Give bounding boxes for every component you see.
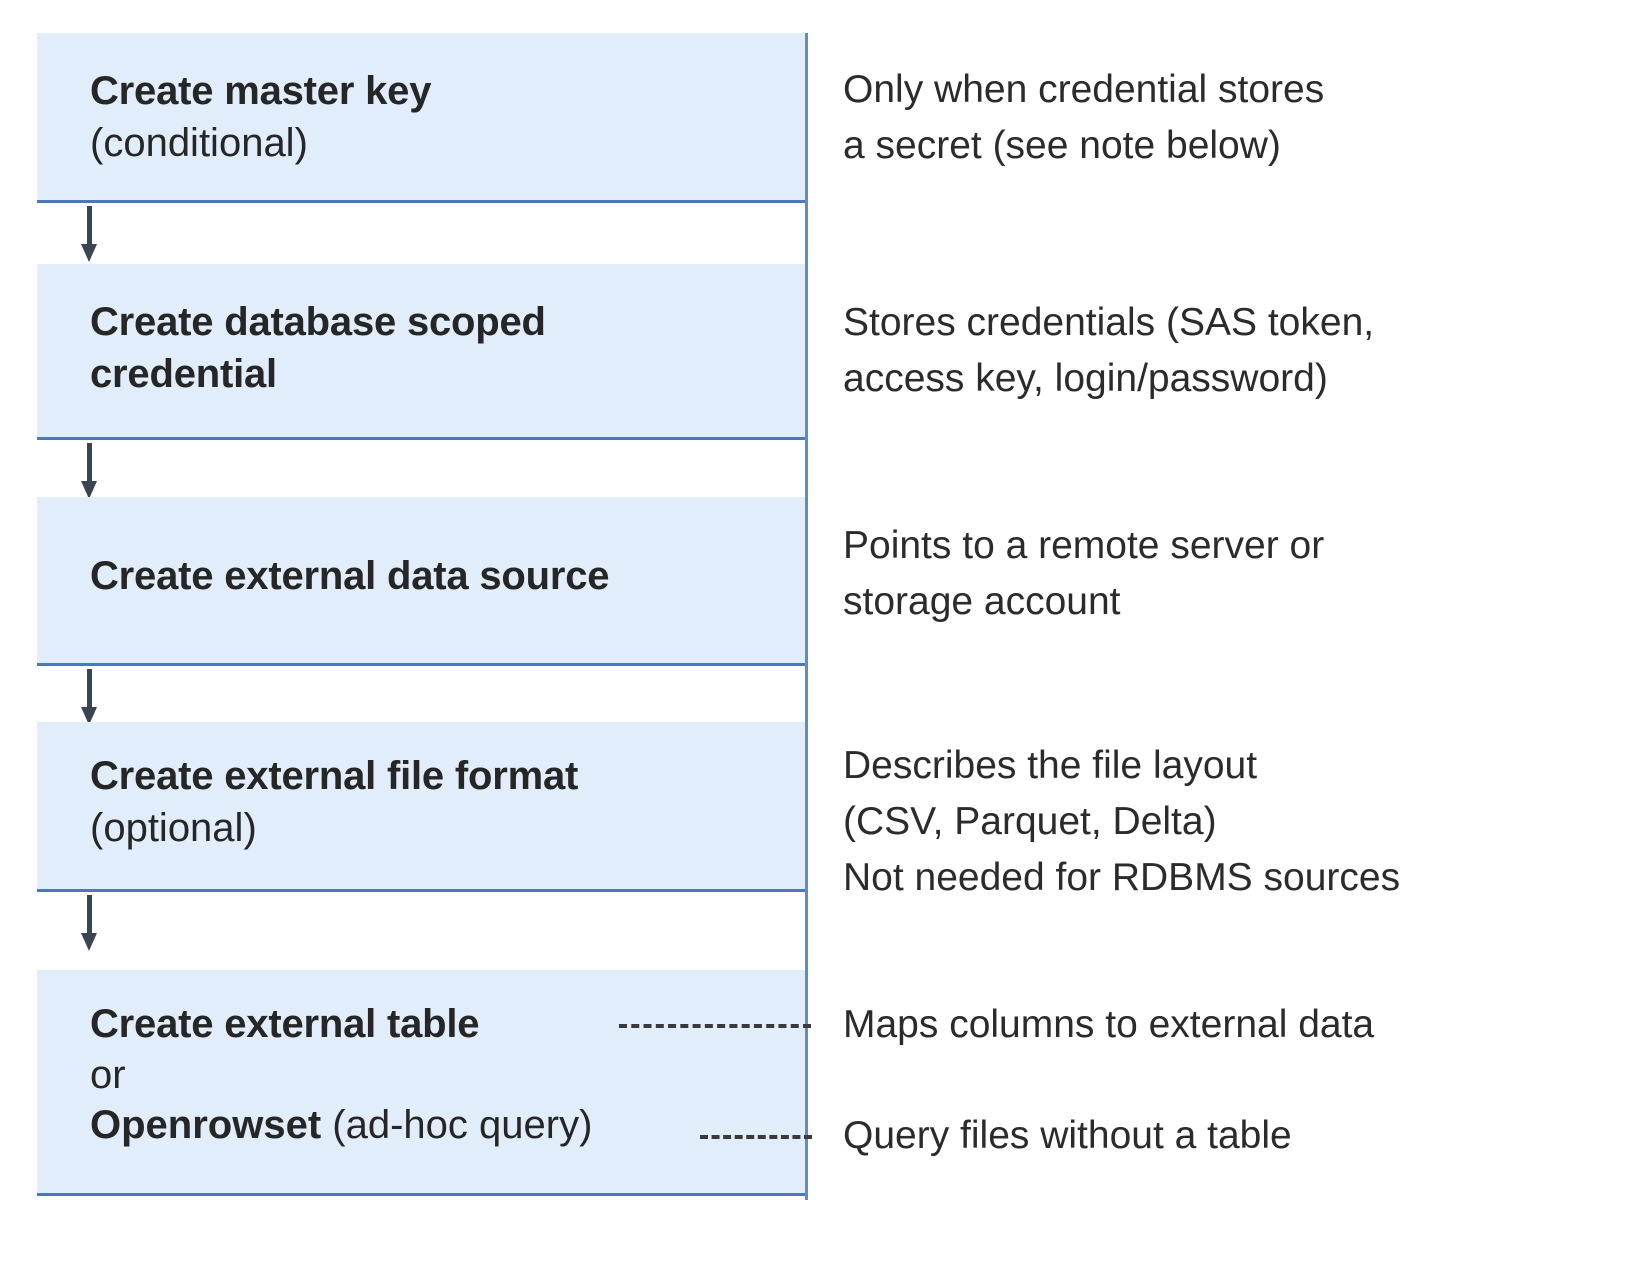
step-box-create-external-file-format[interactable]: Create external file format (optional): [37, 722, 808, 892]
step-title: Create external file format: [90, 754, 579, 798]
openrowset-suffix: (ad-hoc query): [321, 1103, 593, 1147]
step-box-create-master-key[interactable]: Create master key (conditional): [37, 33, 808, 203]
note-create-external-data-source: Points to a remote server or storage acc…: [843, 524, 1325, 623]
flow-arrow-3: [81, 669, 97, 725]
note-create-master-key: Only when credential stores a secret (se…: [843, 68, 1325, 167]
step-title: Create database scoped credential: [90, 300, 546, 396]
step-box-create-external-table-or-openrowset[interactable]: Create external table or Openrowset (ad-…: [37, 970, 808, 1196]
note-create-external-file-format: Describes the file layout (CSV, Parquet,…: [843, 744, 1401, 899]
step-box-create-database-scoped-credential[interactable]: Create database scoped credential: [37, 264, 808, 440]
column-spine-2: [805, 206, 808, 443]
flow-arrow-1: [81, 206, 97, 262]
column-spine-5: [805, 895, 808, 1200]
column-spine-4: [805, 669, 808, 895]
column-spine-3: [805, 443, 808, 669]
note-create-external-table: Maps columns to external data: [843, 1003, 1375, 1046]
step-box-create-external-data-source[interactable]: Create external data source: [37, 497, 808, 666]
final-step-title-table: Create external table: [90, 1002, 480, 1046]
step-title: Create external data source: [90, 554, 610, 598]
step-subtitle: (conditional): [90, 121, 308, 165]
final-step-or-label: or: [90, 1053, 126, 1097]
flow-arrow-4: [81, 895, 97, 951]
note-openrowset: Query files without a table: [843, 1114, 1292, 1157]
step-title: Create master key: [90, 69, 432, 113]
column-spine-1: [805, 33, 808, 206]
note-create-database-scoped-credential: Stores credentials (SAS token, access ke…: [843, 301, 1375, 400]
final-step-title-openrowset: Openrowset (ad-hoc query): [90, 1100, 796, 1150]
dashed-connector-openrowset: [700, 1135, 812, 1139]
step-subtitle: (optional): [90, 806, 257, 850]
dashed-connector-external-table: [619, 1024, 811, 1028]
openrowset-label: Openrowset: [90, 1103, 322, 1147]
flow-arrow-2: [81, 443, 97, 499]
